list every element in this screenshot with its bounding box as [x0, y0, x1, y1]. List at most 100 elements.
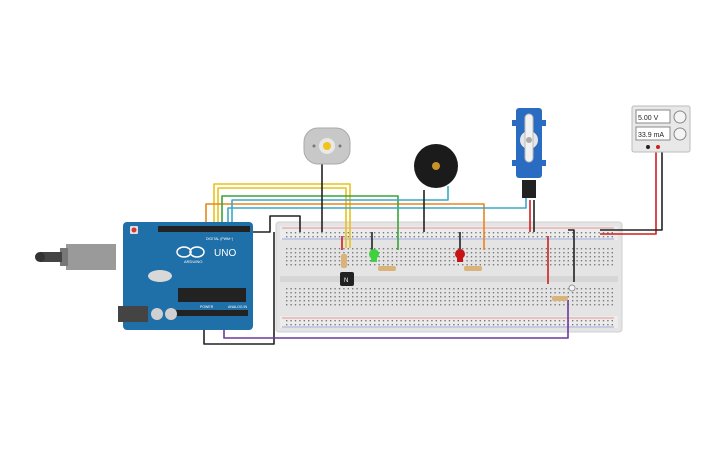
breadboard-hole[interactable] [365, 252, 367, 254]
breadboard-hole[interactable] [409, 304, 411, 306]
breadboard-hole[interactable] [404, 236, 407, 238]
breadboard-hole[interactable] [400, 304, 402, 306]
led-green[interactable] [369, 249, 379, 262]
breadboard-hole[interactable] [479, 256, 481, 258]
breadboard-hole[interactable] [501, 300, 503, 302]
digital-header[interactable] [158, 226, 250, 232]
breadboard-hole[interactable] [572, 264, 574, 266]
breadboard-hole[interactable] [506, 296, 508, 298]
breadboard-hole[interactable] [325, 292, 327, 294]
breadboard-hole[interactable] [312, 292, 314, 294]
breadboard-hole[interactable] [299, 232, 301, 234]
breadboard-hole[interactable] [501, 288, 503, 290]
breadboard-hole[interactable] [369, 232, 371, 234]
breadboard-hole[interactable] [594, 232, 596, 234]
breadboard-hole[interactable] [545, 304, 547, 306]
breadboard-hole[interactable] [413, 288, 415, 290]
breadboard-hole[interactable] [554, 236, 556, 238]
breadboard-hole[interactable] [413, 232, 415, 234]
breadboard-hole[interactable] [594, 292, 596, 294]
breadboard-hole[interactable] [466, 288, 468, 290]
breadboard-hole[interactable] [404, 232, 407, 234]
breadboard-hole[interactable] [558, 292, 561, 294]
breadboard-hole[interactable] [585, 292, 587, 294]
breadboard-hole[interactable] [572, 256, 574, 258]
breadboard-hole[interactable] [523, 320, 525, 322]
breadboard-hole[interactable] [558, 288, 561, 290]
breadboard-hole[interactable] [396, 320, 398, 322]
breadboard-hole[interactable] [594, 300, 596, 302]
breadboard-hole[interactable] [312, 296, 314, 298]
breadboard-hole[interactable] [475, 300, 477, 302]
breadboard-hole[interactable] [343, 292, 345, 294]
breadboard-hole[interactable] [286, 252, 288, 254]
breadboard-hole[interactable] [506, 324, 508, 326]
breadboard-hole[interactable] [466, 248, 468, 250]
breadboard-hole[interactable] [343, 252, 345, 254]
breadboard-hole[interactable] [589, 264, 591, 266]
breadboard-hole[interactable] [352, 260, 354, 262]
breadboard-hole[interactable] [510, 324, 512, 326]
breadboard-hole[interactable] [396, 256, 398, 258]
breadboard-hole[interactable] [422, 252, 424, 254]
breadboard-hole[interactable] [431, 232, 433, 234]
breadboard-hole[interactable] [312, 264, 314, 266]
breadboard-hole[interactable] [611, 304, 613, 306]
breadboard-hole[interactable] [294, 236, 297, 238]
breadboard-hole[interactable] [484, 300, 486, 302]
breadboard-hole[interactable] [497, 248, 499, 250]
breadboard-hole[interactable] [290, 260, 292, 262]
breadboard-hole[interactable] [470, 324, 473, 326]
breadboard-hole[interactable] [589, 288, 591, 290]
breadboard-hole[interactable] [545, 232, 547, 234]
breadboard-hole[interactable] [321, 320, 323, 322]
breadboard-hole[interactable] [576, 324, 578, 326]
breadboard-hole[interactable] [514, 248, 517, 250]
breadboard-hole[interactable] [585, 288, 587, 290]
breadboard-hole[interactable] [426, 264, 429, 266]
breadboard-hole[interactable] [607, 324, 609, 326]
breadboard-hole[interactable] [334, 236, 336, 238]
breadboard-hole[interactable] [448, 256, 451, 258]
breadboard-hole[interactable] [321, 300, 323, 302]
breadboard-hole[interactable] [418, 232, 420, 234]
breadboard-hole[interactable] [369, 296, 371, 298]
breadboard-hole[interactable] [536, 324, 539, 326]
breadboard-hole[interactable] [589, 236, 591, 238]
breadboard-hole[interactable] [607, 252, 609, 254]
breadboard-hole[interactable] [580, 260, 583, 262]
breadboard-hole[interactable] [286, 300, 288, 302]
breadboard-hole[interactable] [576, 232, 578, 234]
breadboard-hole[interactable] [404, 256, 407, 258]
breadboard-hole[interactable] [330, 296, 332, 298]
breadboard-hole[interactable] [519, 232, 521, 234]
breadboard-hole[interactable] [598, 236, 600, 238]
breadboard-hole[interactable] [514, 264, 517, 266]
breadboard-hole[interactable] [325, 256, 327, 258]
breadboard-hole[interactable] [607, 288, 609, 290]
breadboard-hole[interactable] [334, 324, 336, 326]
breadboard-hole[interactable] [312, 236, 314, 238]
breadboard-hole[interactable] [308, 300, 310, 302]
breadboard-hole[interactable] [453, 256, 455, 258]
breadboard-hole[interactable] [602, 300, 605, 302]
breadboard-hole[interactable] [426, 288, 429, 290]
breadboard-hole[interactable] [523, 248, 525, 250]
breadboard-hole[interactable] [409, 320, 411, 322]
breadboard-hole[interactable] [506, 304, 508, 306]
breadboard-hole[interactable] [330, 300, 332, 302]
breadboard-hole[interactable] [347, 232, 349, 234]
breadboard-hole[interactable] [290, 248, 292, 250]
breadboard-hole[interactable] [378, 260, 380, 262]
breadboard-hole[interactable] [440, 252, 442, 254]
breadboard-hole[interactable] [532, 248, 534, 250]
breadboard-hole[interactable] [492, 248, 495, 250]
breadboard-hole[interactable] [294, 252, 297, 254]
breadboard-hole[interactable] [519, 264, 521, 266]
breadboard-hole[interactable] [369, 236, 371, 238]
breadboard-hole[interactable] [466, 260, 468, 262]
breadboard-hole[interactable] [347, 324, 349, 326]
breadboard-hole[interactable] [519, 236, 521, 238]
breadboard-hole[interactable] [440, 324, 442, 326]
breadboard-hole[interactable] [470, 292, 473, 294]
